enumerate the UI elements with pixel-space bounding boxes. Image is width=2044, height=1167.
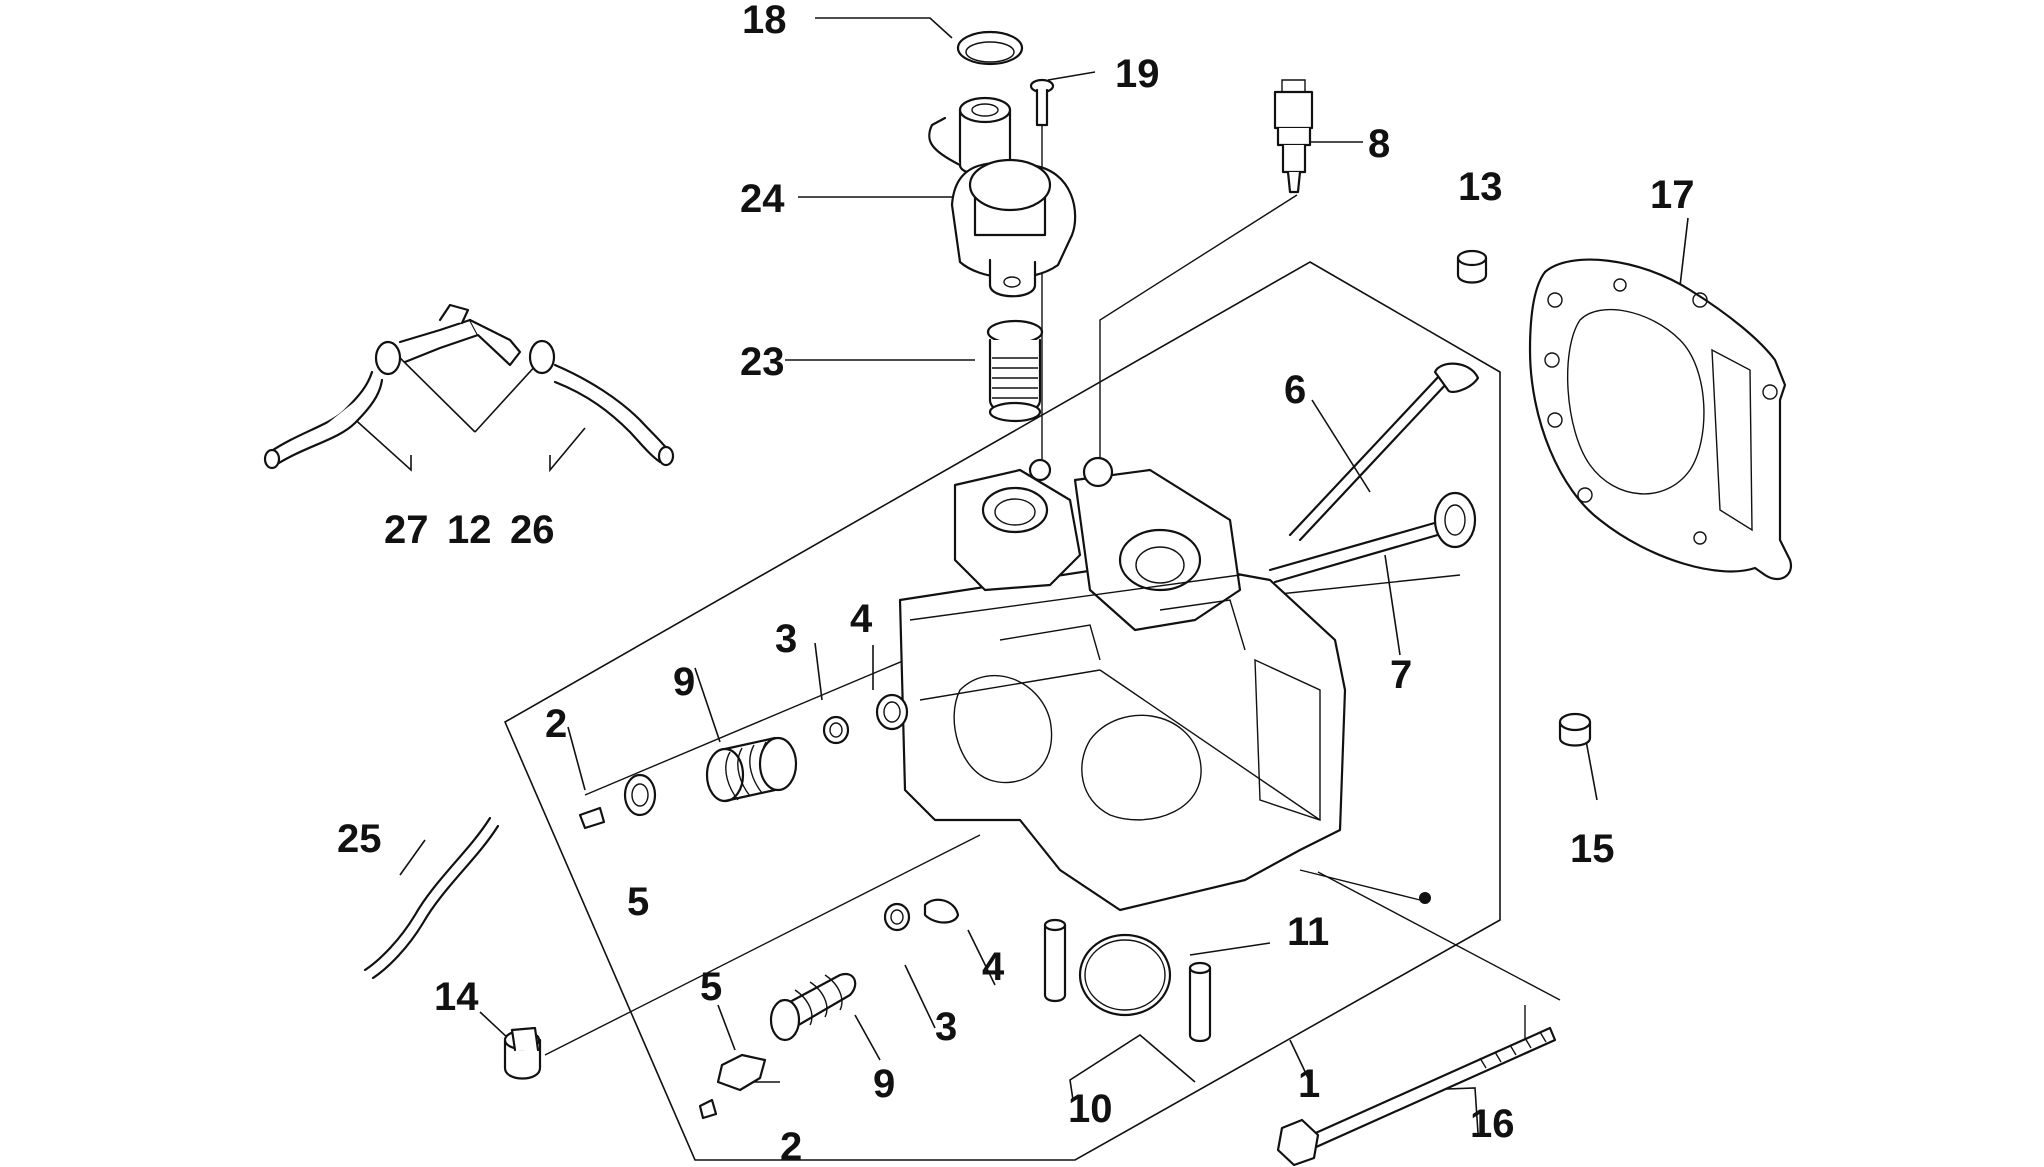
callout-24: 24 [740, 177, 785, 221]
valve-spring-9a [705, 736, 798, 803]
o-ring-11 [1078, 933, 1172, 1017]
callout-25: 25 [337, 817, 382, 861]
callout-7: 7 [1390, 653, 1412, 697]
callout-17: 17 [1650, 173, 1695, 217]
callout-26: 26 [510, 508, 555, 552]
tube-25 [363, 816, 500, 980]
callout-9b: 9 [873, 1062, 895, 1106]
cylinder-head-1 [898, 456, 1347, 912]
callout-9a: 9 [673, 660, 695, 704]
callout-12: 12 [447, 508, 492, 552]
callout-10: 10 [1068, 1087, 1113, 1131]
dowel-13 [1456, 249, 1488, 284]
keeper-2a [578, 806, 606, 830]
head-gasket-17 [1528, 258, 1793, 581]
callout-14: 14 [434, 975, 479, 1019]
callout-13: 13 [1458, 165, 1503, 209]
callout-15: 15 [1570, 827, 1615, 871]
retainer-5b [716, 1053, 767, 1092]
marker-dot [1419, 892, 1431, 904]
callout-4b: 4 [982, 945, 1005, 989]
hose-assembly-12-26-27 [263, 303, 675, 470]
temperature-sensor-8 [1273, 79, 1314, 194]
plug-14 [503, 1026, 542, 1080]
callout-5a: 5 [627, 880, 649, 924]
callout-1: 1 [1298, 1062, 1320, 1106]
callout-16: 16 [1470, 1102, 1515, 1146]
callout-23: 23 [740, 340, 785, 384]
callout-labels: 18 19 8 24 13 17 23 6 27 12 26 7 3 4 9 2… [337, 0, 1695, 1167]
callout-8: 8 [1368, 122, 1390, 166]
callout-4a: 4 [850, 597, 873, 641]
assembly-boundary [503, 261, 1501, 1161]
callout-2b: 2 [780, 1125, 802, 1167]
callout-3a: 3 [775, 617, 797, 661]
seal-3b [883, 902, 911, 932]
callout-19: 19 [1115, 52, 1160, 96]
valve-6 [1288, 362, 1480, 542]
dowel-15 [1558, 712, 1592, 747]
clamp-18 [956, 30, 1024, 66]
washer-4a [875, 693, 909, 731]
callout-2a: 2 [545, 702, 567, 746]
thermostat-23 [986, 319, 1044, 423]
callout-3b: 3 [935, 1005, 957, 1049]
washer-4b [923, 898, 960, 924]
callout-5b: 5 [700, 965, 722, 1009]
keeper-2b [698, 1098, 718, 1120]
callout-11: 11 [1287, 910, 1329, 954]
callout-27: 27 [384, 508, 429, 552]
screw-19 [1029, 78, 1055, 127]
seal-3a [822, 715, 850, 745]
dowel-pins-10 [1043, 918, 1212, 1043]
thermostat-housing-24 [928, 96, 1077, 298]
retainer-5a [623, 773, 657, 817]
bolt-16 [1276, 1026, 1557, 1167]
valve-7 [1268, 491, 1477, 584]
callout-6: 6 [1284, 368, 1306, 412]
valve-spring-9b [769, 972, 857, 1042]
callout-18: 18 [742, 0, 787, 42]
